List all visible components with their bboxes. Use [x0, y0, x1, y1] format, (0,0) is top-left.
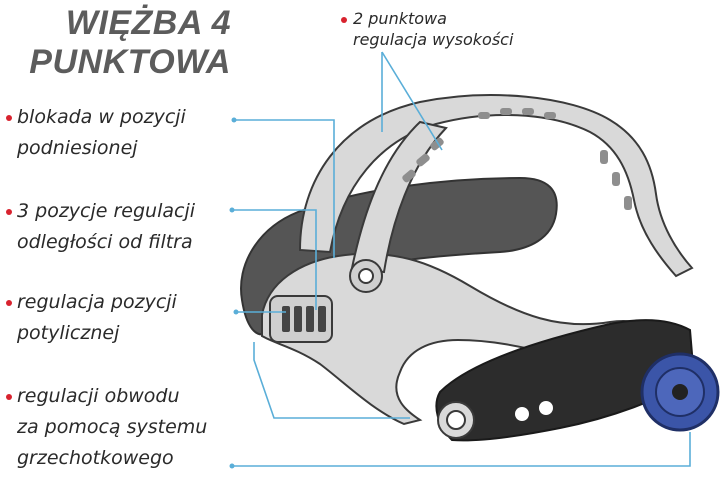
callout-line: odległości od filtra	[17, 231, 193, 253]
ratchet-holes	[515, 401, 553, 421]
callout-line: regulacji obwodu	[17, 385, 180, 407]
leader-lines	[232, 51, 691, 467]
leader-circumference-upper	[253, 342, 410, 419]
pivot-joint	[349, 259, 383, 293]
callout-circumference: regulacji obwodu za pomocą systemu grzec…	[17, 381, 207, 474]
leader-dots	[229, 117, 239, 469]
callout-line: 3 pozycje regulacji	[17, 200, 196, 222]
callout-filter-distance: 3 pozycje regulacji odległości od filtra	[17, 196, 195, 258]
bullet-dot-icon	[341, 17, 347, 23]
bullet-dot-icon	[6, 394, 12, 400]
callout-line: regulacja wysokości	[353, 30, 514, 49]
callout-line: 2 punktowa	[353, 9, 447, 28]
top-arch-front	[298, 94, 694, 278]
leader-filter-distance	[232, 209, 317, 310]
leader-circumference	[232, 432, 691, 467]
callout-line: za pomocą systemu	[17, 416, 208, 438]
ratchet-knob-icon	[640, 352, 720, 432]
callout-line: blokada w pozycji	[17, 106, 186, 128]
leader-top-2	[381, 51, 443, 151]
callout-line: grzechotkowego	[17, 447, 174, 469]
bullet-dot-icon	[6, 209, 12, 215]
callout-locking: blokada w pozycji podniesionej	[17, 102, 186, 164]
callout-height-adjustment: 2 punktowa regulacja wysokości	[353, 8, 513, 50]
arch-slots	[402, 108, 632, 210]
bullet-dot-icon	[6, 115, 12, 121]
callout-line: potylicznej	[17, 322, 120, 344]
title-line-2: PUNKTOWA	[29, 43, 231, 81]
title-line-1: WIĘŻBA 4	[65, 4, 231, 42]
bullet-dot-icon	[6, 300, 12, 306]
callout-line: regulacja pozycji	[17, 291, 177, 313]
top-arch-side	[350, 120, 448, 274]
leader-locking	[234, 119, 335, 258]
callout-occipital: regulacja pozycji potylicznej	[17, 287, 177, 349]
diagram-title: WIĘŻBA 4 PUNKTOWA	[29, 4, 231, 82]
occipital-adjuster	[269, 295, 333, 343]
callout-line: podniesionej	[17, 137, 138, 159]
